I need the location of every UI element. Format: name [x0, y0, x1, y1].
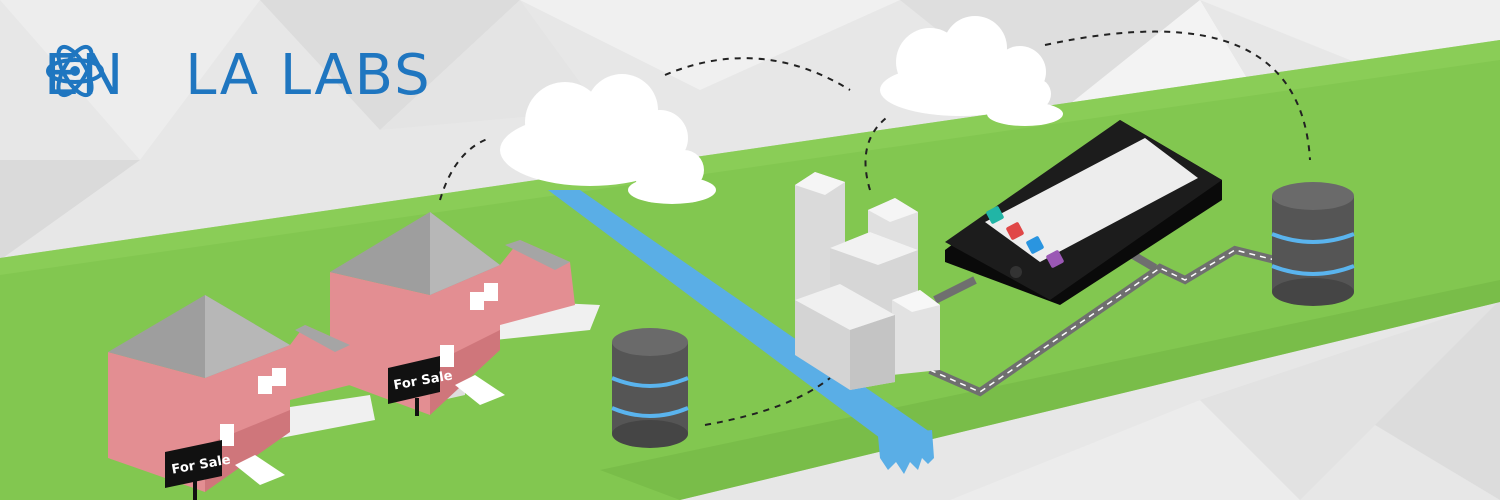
cloud-small-right: [987, 78, 1063, 126]
cloud-small-left: [628, 150, 716, 204]
for-sale-sign-back: For Sale: [388, 356, 454, 416]
app-icons: [986, 206, 1064, 268]
cloud-large-left: [500, 74, 688, 186]
home-button: [1010, 266, 1022, 278]
for-sale-sign-front: For Sale: [165, 440, 232, 500]
city-buildings: [795, 172, 940, 390]
road: [928, 245, 1276, 397]
logo-text-end: LA LABS: [185, 42, 432, 108]
data-connections: [439, 30, 1311, 426]
play-icon: [1006, 222, 1024, 240]
clock-icon: [1046, 250, 1064, 268]
smartphone: [945, 120, 1222, 305]
diamond-icon: [1026, 236, 1044, 254]
brand-logo: EN LA LABS: [44, 40, 432, 110]
database-icon-right: [1271, 182, 1355, 306]
phone-icon: [986, 206, 1004, 224]
database-icon-left: [611, 328, 689, 448]
phone-screen: [985, 138, 1198, 262]
cloud-large-right: [880, 16, 1046, 116]
atom-icon: [46, 44, 185, 106]
